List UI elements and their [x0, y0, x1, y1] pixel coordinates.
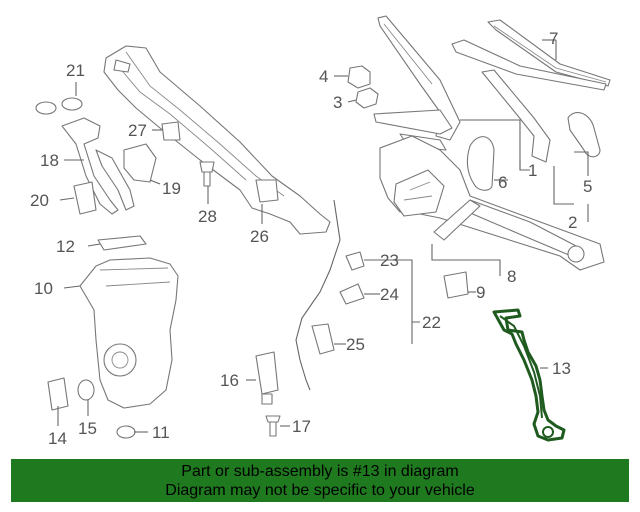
highlight-notice-banner: Part or sub-assembly is #13 in diagram D… [11, 459, 629, 502]
nut-4[interactable] [347, 65, 371, 89]
callout-8: 8 [507, 267, 516, 286]
wiper-motor-linkage-assembly[interactable] [379, 135, 605, 271]
callout-27: 27 [128, 121, 147, 140]
washer-hose [295, 199, 341, 391]
bracket-9[interactable] [443, 271, 469, 299]
callout-22: 22 [422, 313, 441, 332]
callout-25: 25 [346, 335, 365, 354]
wiper-arm-right[interactable] [481, 69, 551, 163]
callout-6: 6 [498, 173, 507, 192]
arm-cover-6[interactable] [466, 136, 495, 191]
arm-cover-5[interactable] [567, 112, 601, 158]
nut-3[interactable] [355, 87, 379, 109]
wiper-blade-7[interactable] [487, 19, 611, 87]
reservoir-cap-12[interactable] [97, 235, 147, 251]
callout-18: 18 [40, 151, 59, 170]
callout-28: 28 [198, 207, 217, 226]
callout-14: 14 [48, 429, 67, 448]
banner-line-1: Part or sub-assembly is #13 in diagram [181, 462, 459, 480]
connector-25[interactable] [311, 323, 335, 355]
callout-21: 21 [66, 61, 85, 80]
callout-10: 10 [34, 279, 53, 298]
screw-28[interactable] [199, 161, 215, 187]
cap-21[interactable] [35, 97, 83, 115]
callout-13: 13 [552, 359, 571, 378]
leader-lines [57, 39, 589, 433]
callout-7: 7 [549, 29, 558, 48]
callout-2: 2 [568, 213, 577, 232]
washer-pump-16[interactable] [255, 351, 279, 405]
callout-labels: 7 4 3 1 6 5 2 8 9 23 24 22 25 13 16 17 1… [30, 29, 592, 448]
washer-reservoir-10[interactable] [79, 257, 179, 409]
callout-24: 24 [380, 285, 399, 304]
wiper-arm-left[interactable] [377, 15, 461, 141]
bracket-18[interactable] [61, 117, 135, 215]
callout-15: 15 [78, 419, 97, 438]
cowl-panel-26[interactable] [103, 45, 331, 235]
callout-17: 17 [292, 417, 311, 436]
callout-23: 23 [380, 251, 399, 270]
callout-11: 11 [152, 423, 170, 442]
highlighted-hose-13[interactable] [492, 308, 566, 442]
callout-16: 16 [220, 371, 239, 390]
callout-9: 9 [476, 283, 485, 302]
callout-12: 12 [56, 237, 75, 256]
banner-line-2: Diagram may not be specific to your vehi… [165, 481, 475, 499]
clip-27[interactable] [161, 121, 181, 141]
screw-17[interactable] [265, 415, 281, 437]
bracket-20[interactable] [73, 181, 97, 215]
grommet-11[interactable] [116, 425, 136, 439]
callout-19: 19 [162, 179, 181, 198]
callout-4: 4 [319, 67, 328, 86]
clip-23[interactable] [345, 251, 365, 271]
callout-26: 26 [250, 227, 269, 246]
wiper-blade-long[interactable] [451, 39, 607, 91]
callout-3: 3 [333, 93, 342, 112]
seal-19[interactable] [123, 143, 157, 183]
level-sensor-14[interactable] [47, 377, 69, 411]
callout-20: 20 [30, 191, 49, 210]
grommet-15[interactable] [77, 379, 95, 401]
callout-5: 5 [583, 177, 592, 196]
callout-1: 1 [528, 161, 537, 180]
clip-24[interactable] [339, 283, 365, 305]
